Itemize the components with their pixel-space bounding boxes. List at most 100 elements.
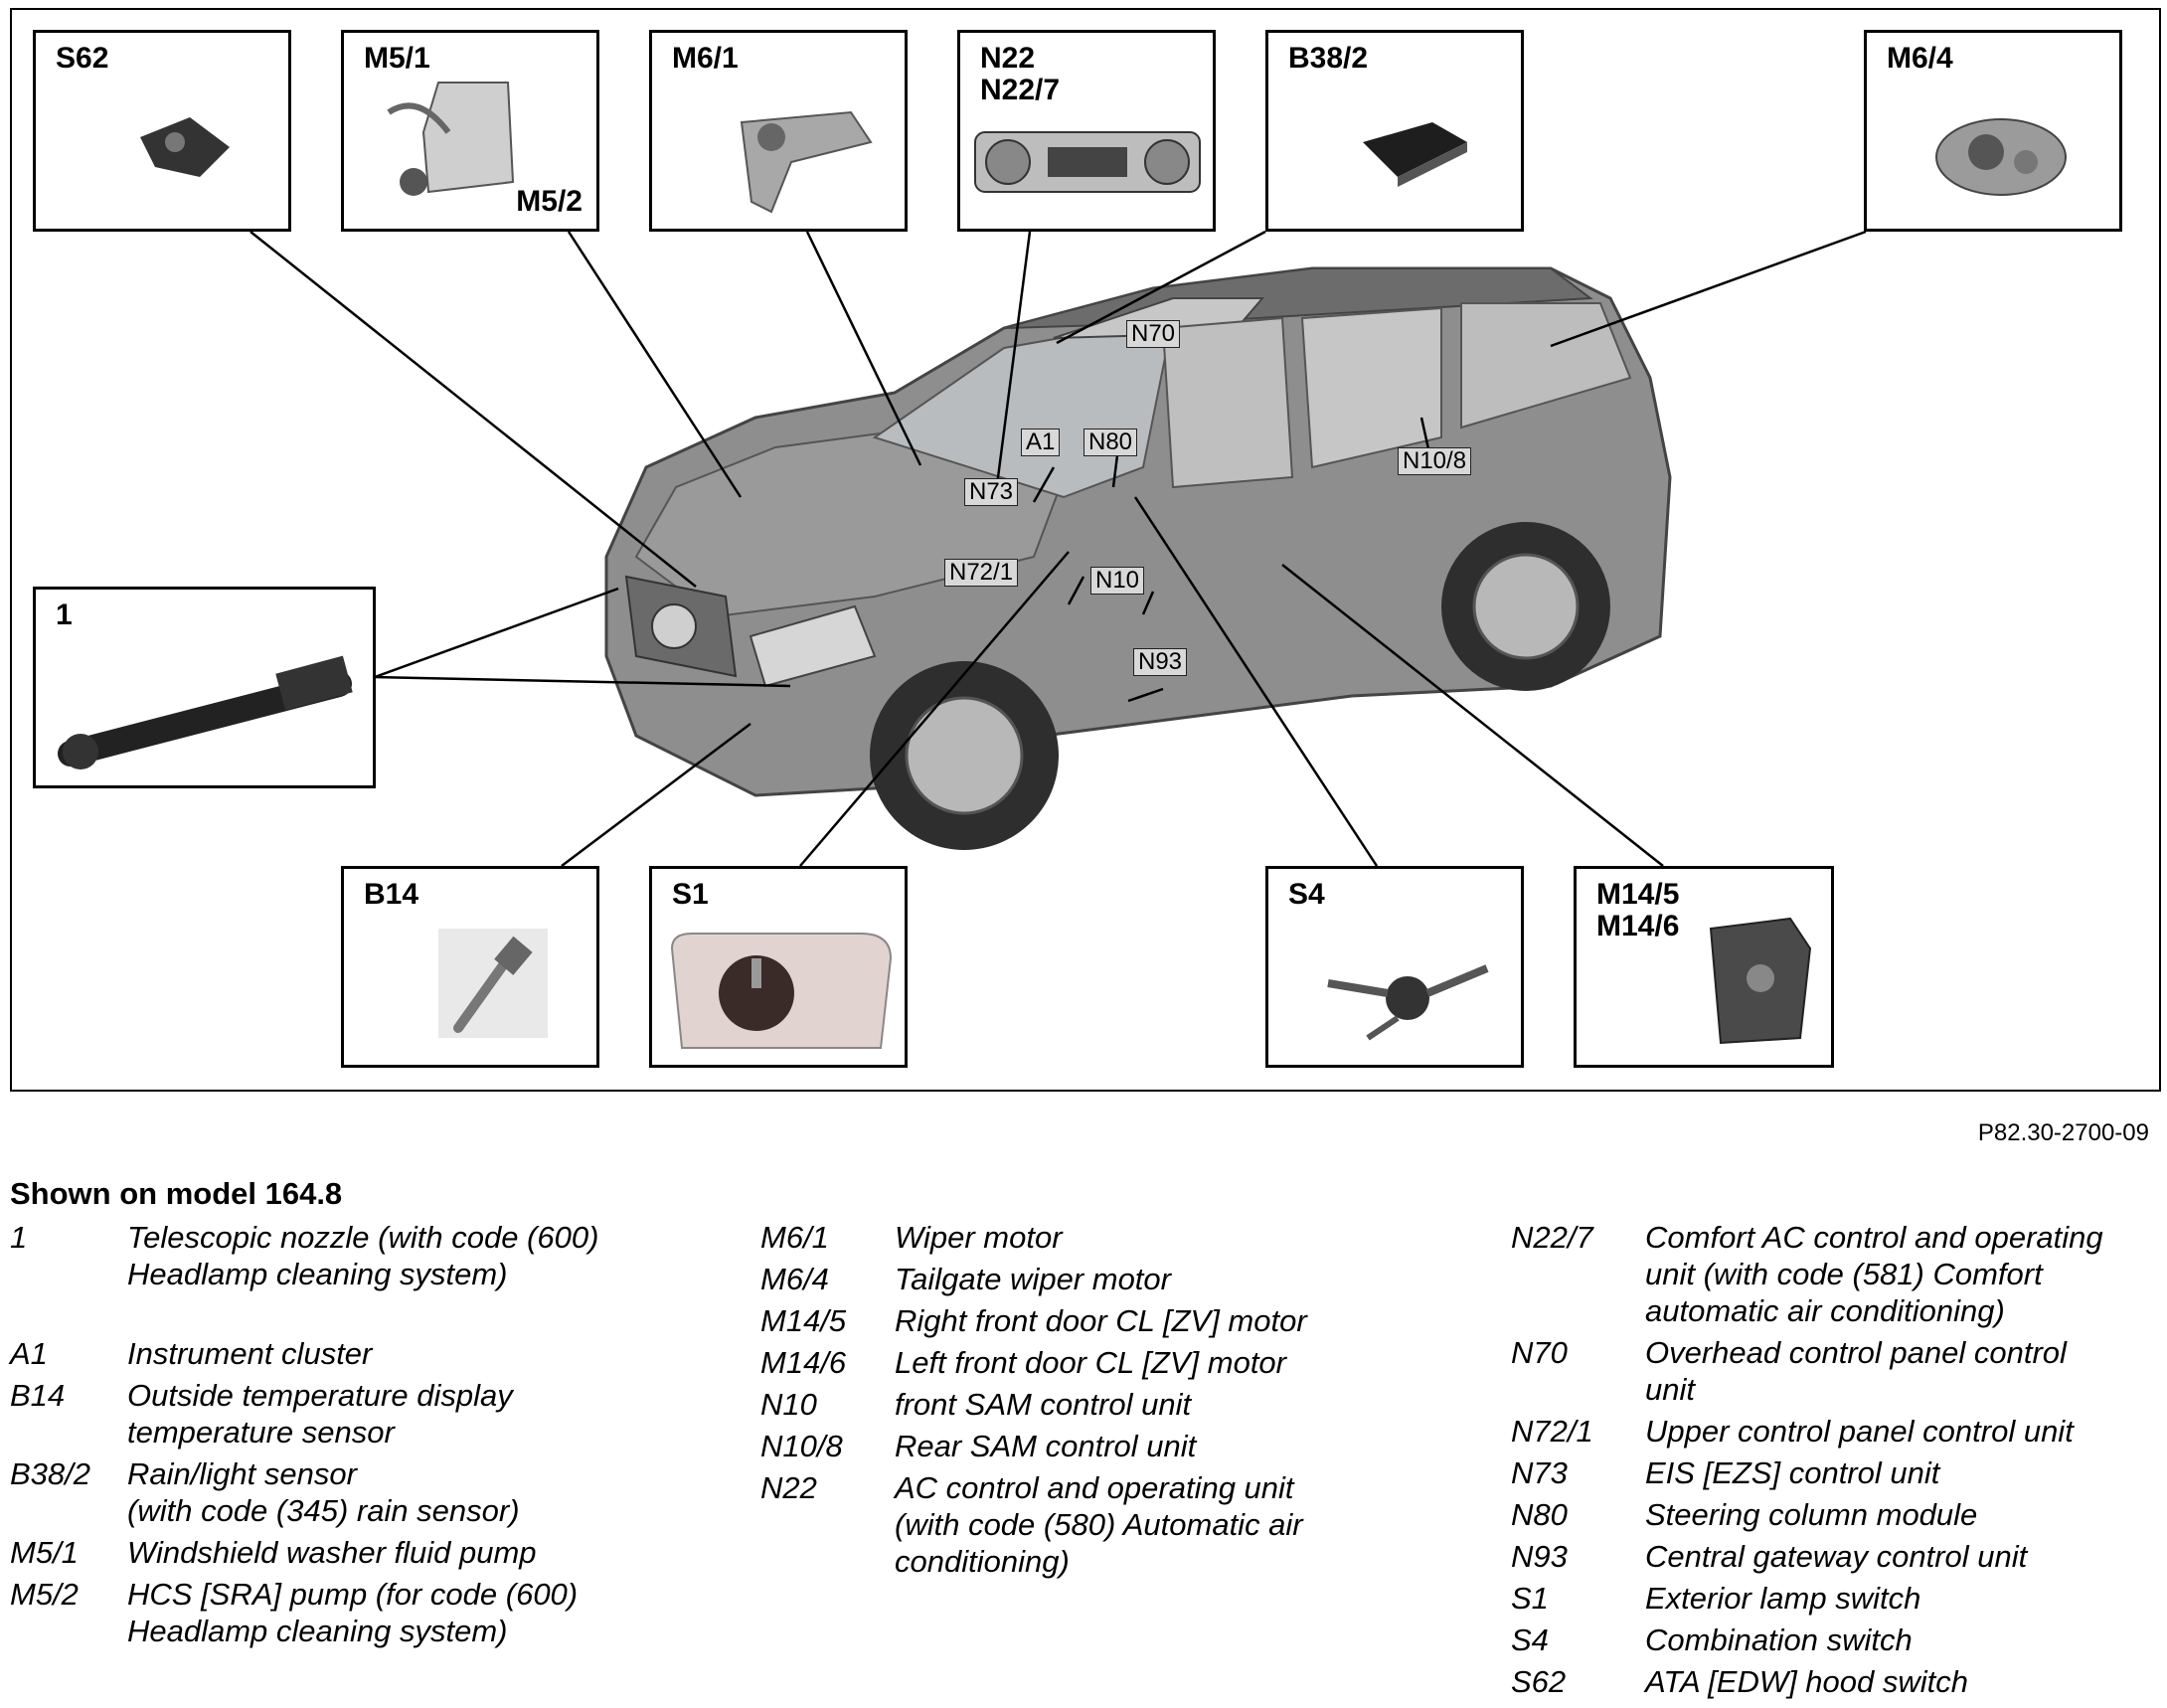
telescopic-nozzle-icon	[58, 655, 353, 769]
legend-description: HCS [SRA] pump (for code (600) Headlamp …	[127, 1577, 579, 1648]
legend-code: S1	[1511, 1581, 1549, 1616]
legend-row: N22 AC control and operating unit (with c…	[760, 1469, 1407, 1580]
legend-code: M14/6	[760, 1345, 847, 1380]
legend-description: Combination switch	[1645, 1623, 1913, 1657]
tailgate-wiper-motor-icon	[1935, 118, 2067, 196]
leader-lines	[250, 230, 1867, 867]
callout-N93: N93	[1133, 648, 1188, 676]
legend-row: N93 Central gateway control unit	[1511, 1538, 2157, 1575]
box-label: M6/1	[672, 42, 739, 75]
legend-description: Wiper motor	[895, 1220, 1063, 1255]
legend-code: N22/7	[1511, 1220, 1593, 1255]
callout-N10-8: N10/8	[1398, 447, 1472, 475]
box-label: B14	[364, 878, 419, 911]
component-box-S1: S1	[649, 866, 908, 1068]
legend-row: M6/4 Tailgate wiper motor	[760, 1261, 1407, 1297]
box-label-secondary: M5/2	[516, 185, 583, 218]
legend-row: M5/2 HCS [SRA] pump (for code (600) Headl…	[10, 1576, 696, 1649]
rain-sensor-icon	[1363, 122, 1467, 187]
component-box-M6-1: M6/1	[649, 30, 908, 232]
legend-row: N22/7 Comfort AC control and operating un…	[1511, 1219, 2157, 1329]
box-label: M6/4	[1887, 42, 1953, 75]
legend-title: Shown on model 164.8	[10, 1176, 343, 1211]
legend-code: N10/8	[760, 1429, 843, 1463]
legend-description: Rain/light sensor (with code (345) rain …	[127, 1456, 520, 1528]
callout-N70: N70	[1126, 320, 1181, 348]
legend-column-3: N22/7 Comfort AC control and operating un…	[1511, 1219, 2157, 1705]
legend-description: Outside temperature display temperature …	[127, 1378, 513, 1450]
legend-row: S4 Combination switch	[1511, 1622, 2157, 1658]
callout-N80: N80	[1084, 428, 1138, 456]
component-box-M5: M5/1 M5/2	[341, 30, 599, 232]
wiper-motor-icon	[740, 110, 873, 214]
legend-row: M6/1 Wiper motor	[760, 1219, 1407, 1256]
legend-code: N70	[1511, 1335, 1568, 1370]
legend-row: N10 front SAM control unit	[760, 1386, 1407, 1423]
legend-description: front SAM control unit	[895, 1387, 1192, 1422]
legend-code: N93	[1511, 1539, 1568, 1574]
legend-row: B38/2 Rain/light sensor (with code (345) …	[10, 1455, 696, 1529]
legend-code: M14/5	[760, 1303, 847, 1338]
box-label: M14/5 M14/6	[1596, 878, 1680, 942]
legend-description: Overhead control panel control unit	[1645, 1335, 2067, 1407]
legend-description: AC control and operating unit (with code…	[895, 1470, 1303, 1579]
legend-description: ATA [EDW] hood switch	[1645, 1664, 1969, 1699]
legend-code: N72/1	[1511, 1414, 1593, 1449]
box-label: M5/1	[364, 42, 430, 75]
component-box-1: 1	[33, 587, 376, 788]
component-box-B14: B14	[341, 866, 599, 1068]
box-label: S62	[56, 42, 109, 75]
legend-description: EIS [EZS] control unit	[1645, 1455, 1940, 1490]
callout-N72-1: N72/1	[944, 559, 1019, 587]
legend-description: Telescopic nozzle (with code (600) Headl…	[127, 1220, 599, 1291]
legend-code: S4	[1511, 1623, 1549, 1657]
component-box-S62: S62	[33, 30, 291, 232]
legend-code: M6/4	[760, 1262, 829, 1296]
legend-description: Right front door CL [ZV] motor	[895, 1303, 1307, 1338]
callout-A1: A1	[1021, 428, 1061, 456]
legend-code: N10	[760, 1387, 817, 1422]
legend-code: M5/1	[10, 1535, 79, 1570]
legend-row: B14 Outside temperature display temperatu…	[10, 1377, 696, 1451]
diagram-svg	[250, 230, 1867, 867]
legend-code: M6/1	[760, 1220, 829, 1255]
legend-description: Instrument cluster	[127, 1336, 373, 1371]
callout-N73: N73	[964, 478, 1019, 506]
legend-code: M5/2	[10, 1577, 79, 1612]
legend-code: N22	[760, 1470, 817, 1505]
legend-row: S62 ATA [EDW] hood switch	[1511, 1663, 2157, 1700]
component-box-M14: M14/5 M14/6	[1574, 866, 1834, 1068]
legend-code: B38/2	[10, 1456, 91, 1491]
legend-row: M14/5 Right front door CL [ZV] motor	[760, 1302, 1407, 1339]
legend-description: Central gateway control unit	[1645, 1539, 2028, 1574]
legend-code: A1	[10, 1336, 48, 1371]
callout-N10: N10	[1090, 567, 1145, 595]
combination-switch-icon	[1327, 964, 1489, 1041]
legend-code: S62	[1511, 1664, 1567, 1699]
legend-code: N80	[1511, 1497, 1568, 1532]
box-label: S4	[1288, 878, 1325, 911]
legend-description: Comfort AC control and operating unit (w…	[1645, 1220, 2103, 1328]
suv-vehicle-icon	[604, 266, 1672, 850]
temperature-sensor-icon	[438, 929, 548, 1038]
ac-control-panel-icon	[974, 131, 1201, 193]
legend-row: A1 Instrument cluster	[10, 1335, 696, 1372]
component-box-B38-2: B38/2	[1265, 30, 1524, 232]
legend-row: N10/8 Rear SAM control unit	[760, 1428, 1407, 1464]
legend-description: Tailgate wiper motor	[895, 1262, 1171, 1296]
box-label: S1	[672, 878, 709, 911]
component-box-N22: N22 N22/7	[957, 30, 1216, 232]
legend-description: Rear SAM control unit	[895, 1429, 1197, 1463]
legend-code: B14	[10, 1378, 66, 1413]
figure-code: P82.30-2700-09	[1977, 1119, 2149, 1146]
washer-pump-icon	[387, 82, 515, 196]
door-lock-motor-icon	[1709, 917, 1812, 1045]
